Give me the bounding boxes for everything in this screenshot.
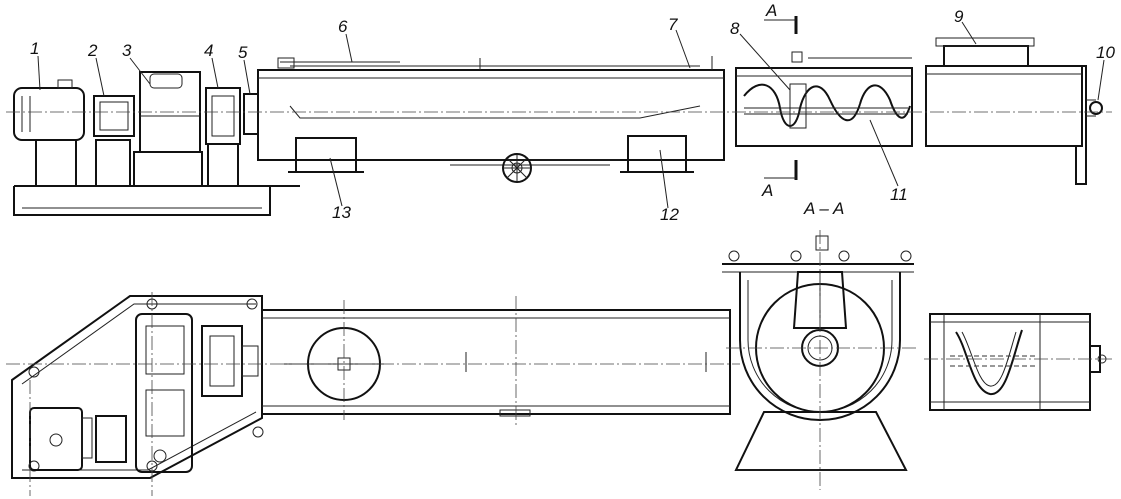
support-13	[288, 137, 364, 173]
label-7: 7	[668, 15, 678, 34]
label-11: 11	[890, 185, 908, 204]
label-3: 3	[122, 41, 132, 60]
section-label-bottom: A	[761, 181, 773, 200]
trough-section-screw	[735, 51, 913, 147]
label-2: 2	[87, 41, 98, 60]
plan-view	[6, 292, 740, 496]
section-title: A – A	[803, 199, 844, 218]
label-13: 13	[332, 203, 351, 222]
support-12	[620, 135, 694, 173]
section-label-top: A	[765, 1, 777, 20]
label-5: 5	[238, 43, 248, 62]
section-cut-markers	[764, 16, 798, 180]
label-12: 12	[660, 205, 679, 224]
leader-lines	[37, 21, 1105, 209]
label-1: 1	[30, 39, 39, 58]
end-detail-view	[924, 313, 1112, 411]
end-bearing-5	[243, 93, 259, 135]
coupling-2	[93, 95, 135, 187]
section-a-a-view	[722, 230, 918, 490]
gear-reducer	[133, 71, 203, 187]
label-6: 6	[338, 17, 348, 36]
label-9: 9	[954, 7, 964, 26]
label-8: 8	[730, 19, 740, 38]
electric-motor	[13, 79, 85, 187]
side-elevation-view: 1 2 3 4 5 6 7 8 9 10 11 12 13 A A A – A	[6, 1, 1115, 224]
coupling-4	[205, 87, 241, 187]
trough-section-end	[925, 37, 1103, 185]
label-10: 10	[1096, 43, 1115, 62]
trough-section-main	[257, 56, 725, 166]
label-4: 4	[204, 41, 213, 60]
inspection-wheel	[502, 153, 532, 183]
